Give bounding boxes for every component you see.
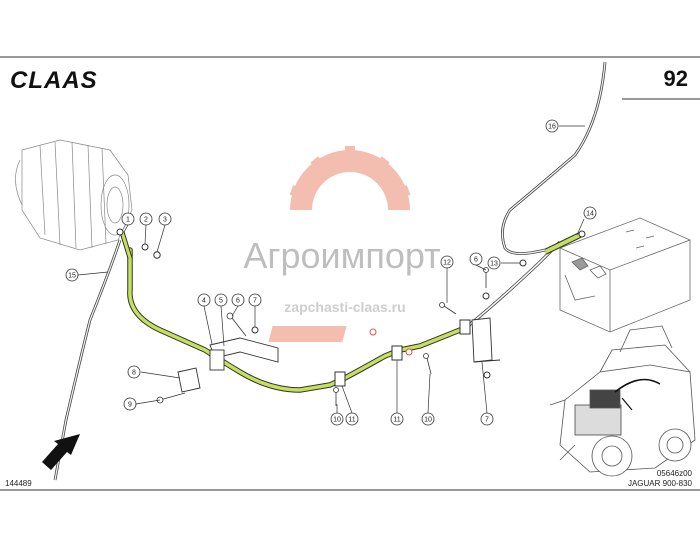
battery-cable-fill <box>128 248 467 392</box>
cable-16-fill <box>501 61 606 255</box>
battery-terminal-ring <box>578 230 586 238</box>
screw-12 <box>439 302 457 315</box>
callout-label-7b: 7 <box>485 417 489 424</box>
callout-labels: 1 2 3 4 5 6 7 8 9 10 11 12 13 14 15 16 6… <box>68 124 594 424</box>
screw-9 <box>156 392 186 404</box>
callout-10a <box>330 412 344 426</box>
callout-13 <box>487 256 501 270</box>
callout-label-13: 13 <box>490 261 498 268</box>
screw-6 <box>226 312 247 337</box>
nut-13 <box>519 259 527 267</box>
callout-4 <box>197 293 211 307</box>
alternator-terminal-fill <box>120 231 132 259</box>
callout-label-6: 6 <box>236 298 240 305</box>
callout-9 <box>123 397 137 411</box>
callout-10b <box>421 412 435 426</box>
watermark-title: Агроимпорт <box>243 235 440 276</box>
callout-6b <box>469 252 483 266</box>
callout-2 <box>139 212 153 226</box>
alternator-terminal-ring <box>116 228 124 236</box>
callout-label-16: 16 <box>548 124 556 131</box>
callout-11b <box>390 412 404 426</box>
callout-label-11a: 11 <box>348 417 355 424</box>
callout-label-10b: 10 <box>424 417 432 424</box>
harvester-sketch <box>549 325 696 477</box>
alternator-sketch <box>15 139 133 251</box>
cable-16 <box>501 61 607 255</box>
callout-label-9: 9 <box>128 402 132 409</box>
watermark-url: zapchasti-claas.ru <box>284 299 405 315</box>
washer-red-a <box>369 328 377 336</box>
screw-10a <box>333 387 339 406</box>
screw-10b <box>423 353 432 375</box>
cable-clamp-11b <box>391 345 403 361</box>
callout-7b <box>480 412 494 426</box>
battery-sketch <box>559 217 691 333</box>
callout-5 <box>214 293 228 307</box>
nut-upper <box>482 292 490 300</box>
image-code: 05646z00 <box>657 469 693 478</box>
callout-label-12: 12 <box>443 260 451 267</box>
clamp-bracket-5 <box>209 337 279 371</box>
callout-label-11b: 11 <box>393 417 400 424</box>
callout-label-6b: 6 <box>474 257 478 264</box>
callouts <box>65 119 597 426</box>
leader-lines <box>77 125 585 414</box>
nut-lower <box>483 371 491 379</box>
drawing-number: 144489 <box>5 479 32 488</box>
callout-label-2: 2 <box>144 217 148 224</box>
callout-8 <box>127 365 141 379</box>
callout-label-7: 7 <box>253 298 257 305</box>
nut-3 <box>153 251 161 259</box>
callout-label-4: 4 <box>202 298 206 305</box>
callout-label-1: 1 <box>126 217 130 224</box>
callout-label-10a: 10 <box>333 417 341 424</box>
callout-1 <box>121 212 135 226</box>
callout-label-3: 3 <box>163 217 167 224</box>
callout-16 <box>545 119 559 133</box>
nut-7 <box>251 326 259 334</box>
callout-7 <box>248 293 262 307</box>
page-number: 92 <box>664 66 688 91</box>
clamp-bracket-8 <box>177 367 201 393</box>
callout-15 <box>65 268 79 282</box>
battery-terminal-cable-fill <box>544 233 581 254</box>
callout-14 <box>583 206 597 220</box>
watermark-gear-icon <box>289 146 411 210</box>
callout-6 <box>231 293 245 307</box>
callout-12 <box>440 255 454 269</box>
callout-label-8: 8 <box>132 370 136 377</box>
cable-clamp-11a <box>334 371 346 387</box>
callout-3 <box>158 212 172 226</box>
battery-cable-upper <box>466 240 562 328</box>
watermark-claas-badge <box>268 326 347 342</box>
washer-2 <box>141 243 149 251</box>
claas-logo: CLAAS <box>10 67 98 94</box>
callout-label-15: 15 <box>68 273 76 280</box>
model-name: JAGUAR 900-830 <box>628 479 693 488</box>
callout-11a <box>345 412 359 426</box>
cable-15-fill <box>54 239 121 481</box>
watermark-claas-text: CLAAS <box>378 328 419 342</box>
callout-label-5: 5 <box>219 298 223 305</box>
washer-red-b <box>405 348 413 356</box>
clamp-bracket-7 <box>471 317 501 363</box>
watermark: Агроимпорт zapchasti-claas.ru CLAAS <box>243 146 441 342</box>
cable-clamp-7 <box>459 319 471 335</box>
direction-arrow-icon <box>42 434 80 470</box>
screw-6b <box>483 267 489 288</box>
callout-label-14: 14 <box>586 211 594 218</box>
